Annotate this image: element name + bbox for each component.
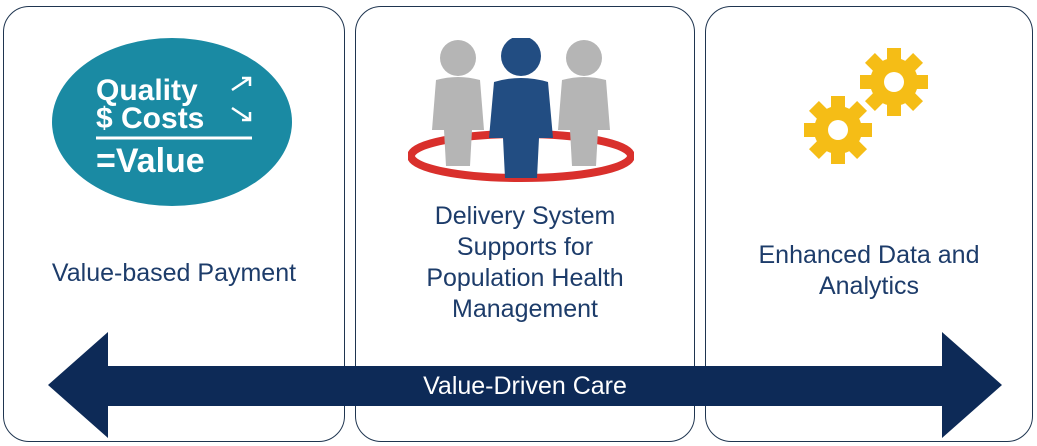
label-line: Enhanced Data and [758, 241, 980, 269]
label-line: Population Health [426, 264, 624, 292]
label-delivery-system: Delivery System Supports for Population … [355, 201, 695, 325]
arrow-label: Value-Driven Care [423, 372, 627, 400]
gears-icon [804, 48, 928, 164]
people-group-icon [408, 38, 634, 182]
label-line: Analytics [818, 272, 920, 300]
person-center-icon [489, 38, 553, 178]
label-enhanced-data: Enhanced Data and Analytics [705, 240, 1033, 302]
person-left-icon [432, 40, 484, 166]
up-arrow-icon [231, 76, 252, 92]
costs-text: $ Costs [96, 102, 204, 135]
quality-text: Quality [96, 74, 198, 107]
double-arrow-icon [48, 332, 1002, 438]
quality-costs-value-icon: Quality $ Costs =Value [52, 38, 292, 206]
down-arrow-icon [231, 106, 252, 122]
label-line: Management [452, 295, 598, 323]
label-line: Delivery System [434, 202, 616, 230]
label-line: Supports for [456, 233, 594, 261]
value-text: =Value [96, 142, 205, 180]
person-right-icon [558, 40, 610, 166]
label-value-based-payment: Value-based Payment [51, 259, 297, 287]
